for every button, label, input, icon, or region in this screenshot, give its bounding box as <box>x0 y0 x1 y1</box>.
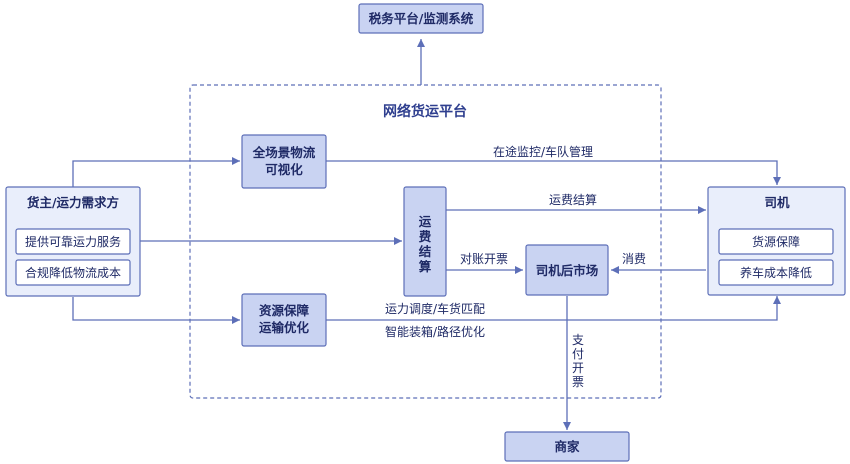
node-tax-label: 税务平台/监测系统 <box>369 11 474 26</box>
label-pay-1: 支 <box>572 333 584 347</box>
node-settle-char-4: 算 <box>419 259 432 274</box>
node-tax: 税务平台/监测系统 <box>358 3 484 34</box>
edge-shipper-to-visual <box>72 157 240 187</box>
node-aftermarket-label: 司机后市场 <box>536 263 599 278</box>
label-pay-4: 票 <box>572 375 584 389</box>
node-resource-line-2: 运输优化 <box>259 320 310 335</box>
label-smart: 智能装箱/路径优化 <box>385 324 485 339</box>
node-visual-line-1: 全场景物流 <box>252 145 316 160</box>
driver-item-1-label: 货源保障 <box>752 234 800 249</box>
node-settle-char-2: 费 <box>419 229 432 244</box>
label-dispatch: 运力调度/车货匹配 <box>385 301 485 316</box>
shipper-item-1 <box>15 228 131 255</box>
node-resource-line-1: 资源保障 <box>259 303 310 318</box>
node-settle-char-1: 运 <box>419 214 432 229</box>
label-pay-2: 付 <box>572 347 584 361</box>
node-settle: 运 费 结 算 <box>403 186 447 297</box>
shipper-item-2-label: 合规降低物流成本 <box>25 265 121 280</box>
platform-title: 网络货运平台 <box>383 103 467 120</box>
label-pay-3: 开 <box>572 361 584 375</box>
driver-item-1 <box>718 228 834 255</box>
node-driver: 司机 货源保障 养车成本降低 <box>707 186 846 296</box>
node-driver-title: 司机 <box>764 195 790 210</box>
node-merchant: 商家 <box>504 431 630 462</box>
node-merchant-label: 商家 <box>554 439 580 454</box>
driver-item-2-label: 养车成本降低 <box>740 265 812 280</box>
node-shipper: 货主/运力需求方 提供可靠运力服务 合规降低物流成本 <box>5 186 141 297</box>
edge-resource-to-driver <box>326 296 781 321</box>
label-monitor: 在途监控/车队管理 <box>493 144 593 159</box>
node-shipper-title: 货主/运力需求方 <box>27 195 119 210</box>
label-reconcile: 对账开票 <box>460 252 508 266</box>
shipper-item-2 <box>15 259 131 286</box>
label-freight: 运费结算 <box>549 192 597 207</box>
driver-item-2 <box>718 259 834 286</box>
node-aftermarket: 司机后市场 <box>525 244 609 296</box>
node-visual-line-2: 可视化 <box>265 162 303 177</box>
node-settle-char-3: 结 <box>419 244 432 259</box>
label-consume: 消费 <box>622 252 646 266</box>
node-resource: 资源保障 运输优化 <box>241 293 327 347</box>
shipper-item-1-label: 提供可靠运力服务 <box>25 234 121 249</box>
node-visual: 全场景物流 可视化 <box>241 134 327 189</box>
edge-visual-to-driver <box>326 160 781 185</box>
edge-shipper-to-resource <box>72 297 240 324</box>
platform-frame <box>189 84 662 399</box>
